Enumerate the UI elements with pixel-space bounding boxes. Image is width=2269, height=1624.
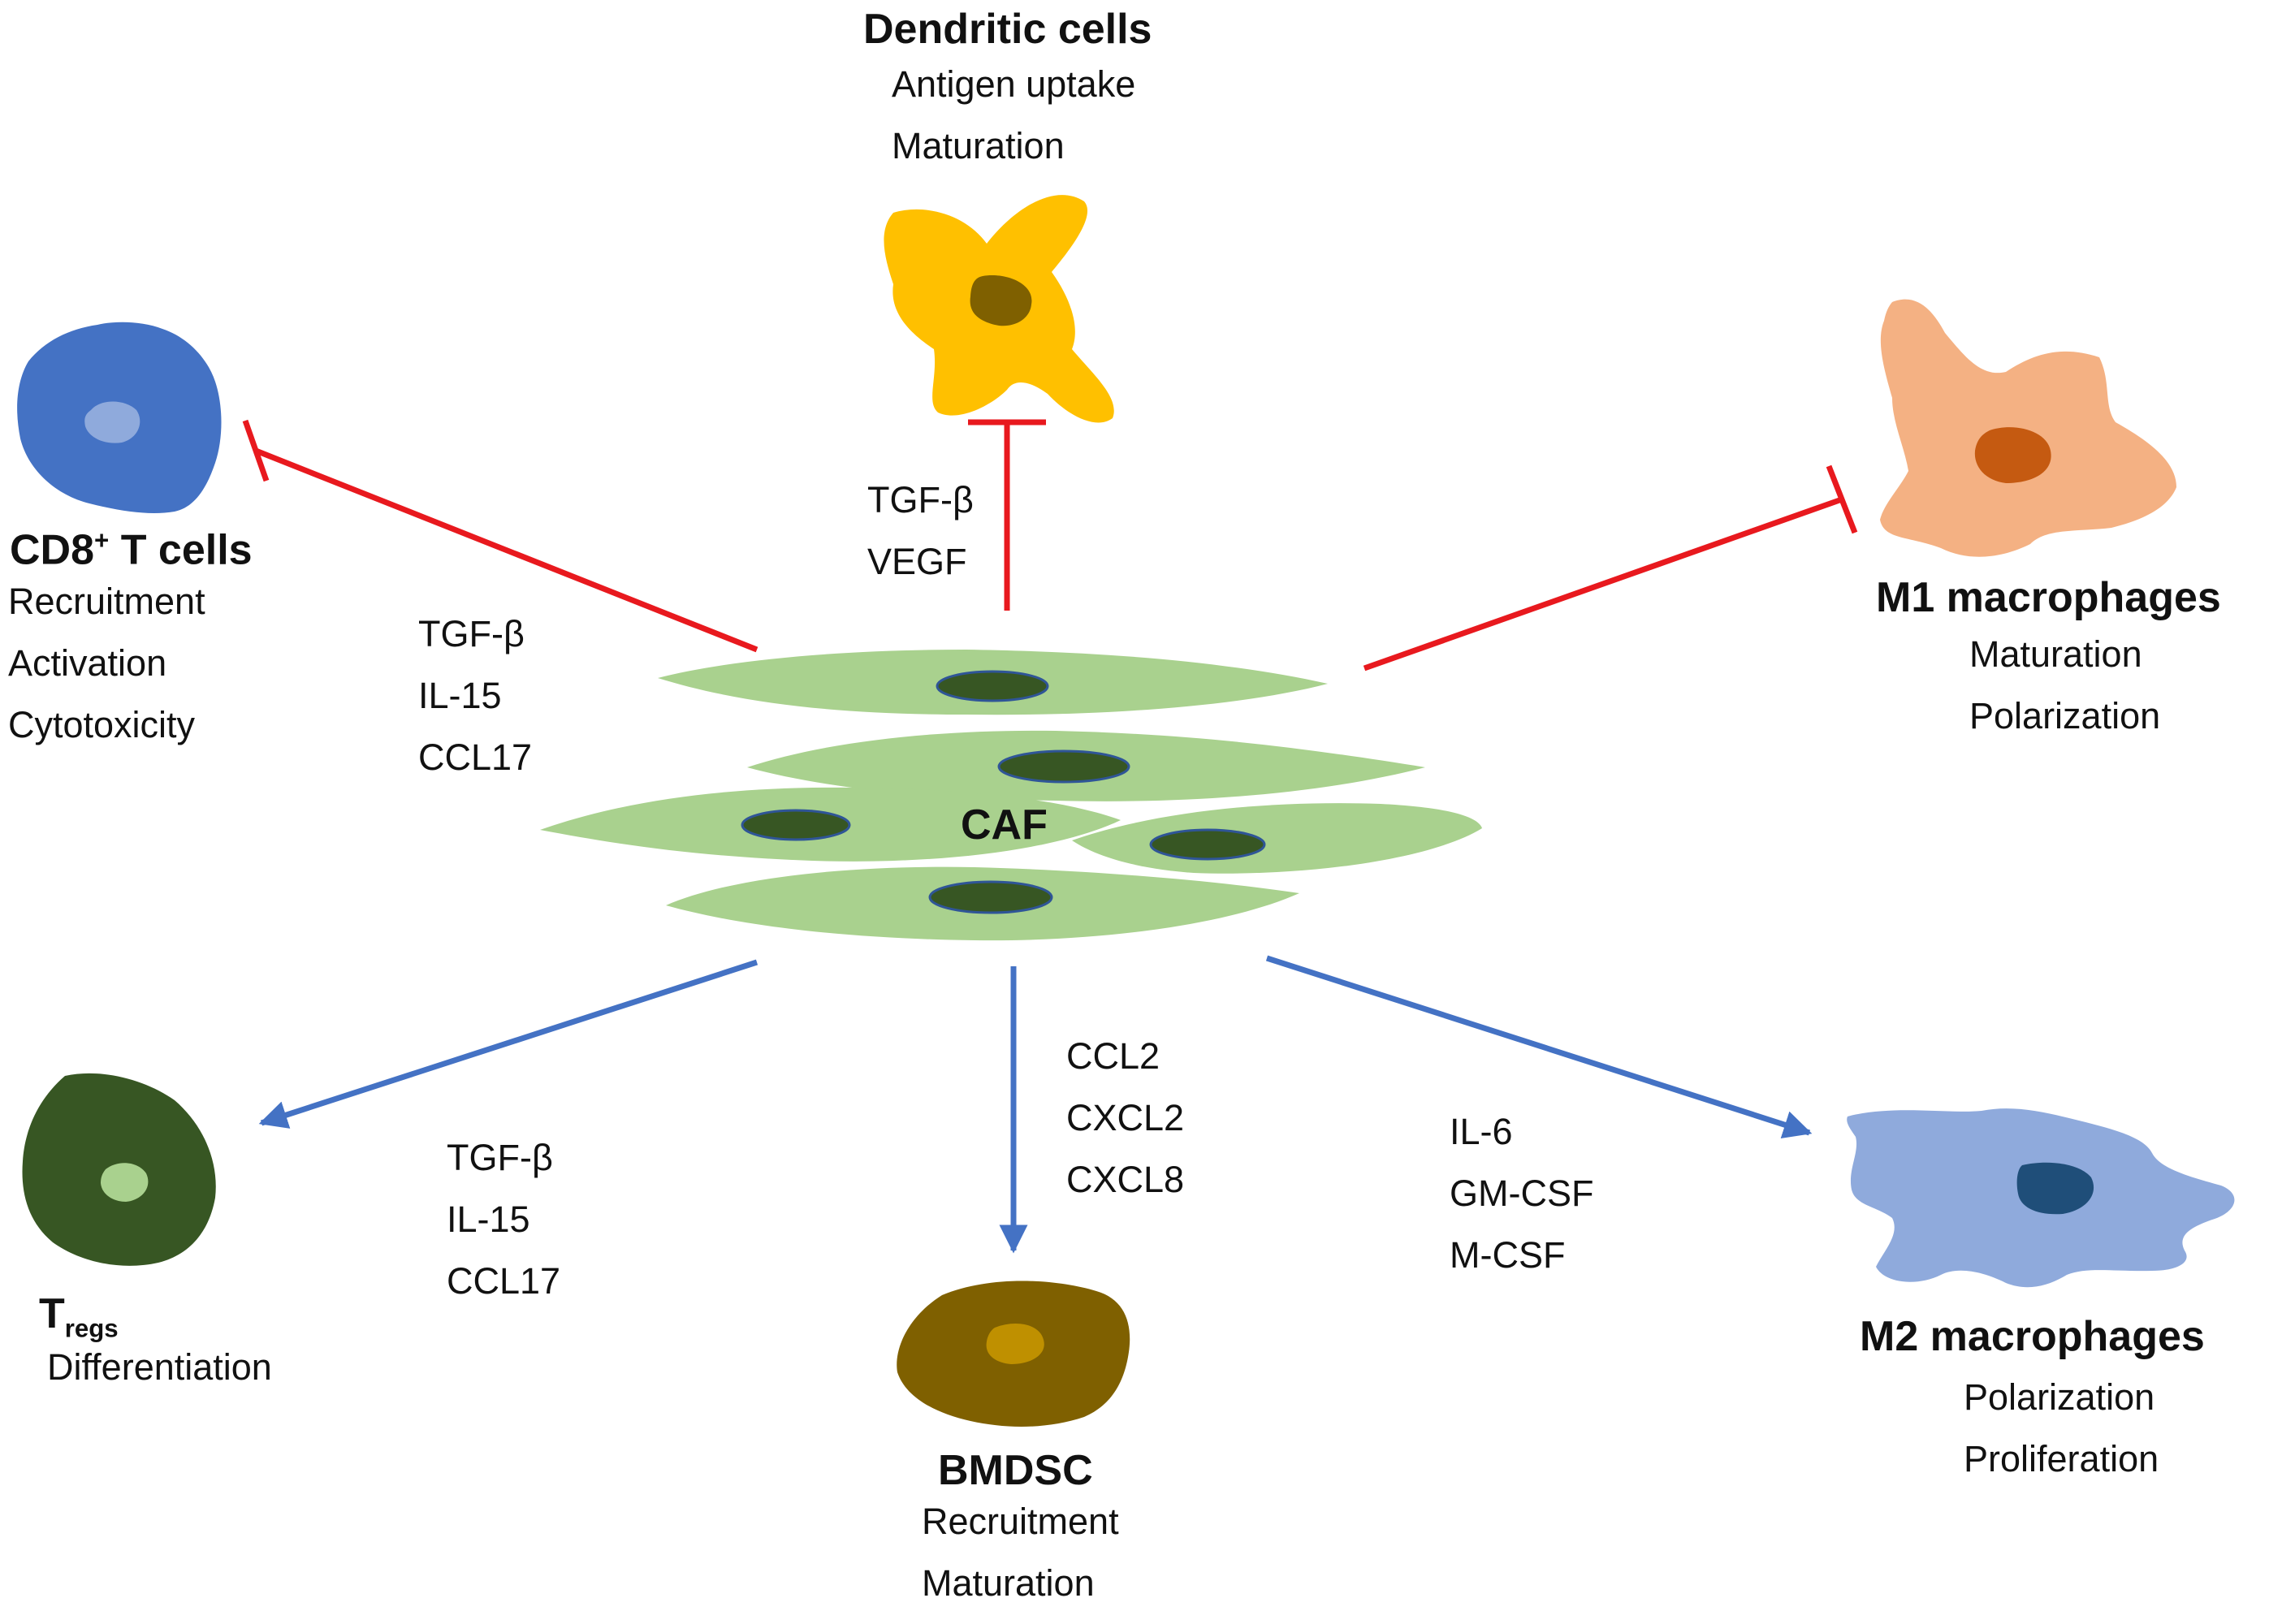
caf-nucleus-5 <box>928 880 1053 914</box>
promotion-to-m2 <box>1265 955 1813 1139</box>
treg-effect-1: Differentiation <box>47 1346 272 1388</box>
cd8-effects: Recruitment Activation Cytotoxicity <box>8 581 205 766</box>
cd8-signals: TGF-β IL-15 CCL17 <box>418 613 532 798</box>
caf-nucleus-4 <box>1149 828 1266 861</box>
dendritic-signal-2: VEGF <box>867 541 967 582</box>
dendritic-signals: TGF-β VEGF <box>867 479 974 603</box>
m2-signal-1: IL-6 <box>1450 1111 1513 1152</box>
cd8-signal-2: IL-15 <box>418 675 502 716</box>
m1-effects: Maturation Polarization <box>1969 633 2160 757</box>
caf-label: CAF <box>961 801 1048 849</box>
cd8-title: CD8+ T cells <box>10 528 253 571</box>
m2-signal-3: M-CSF <box>1450 1234 1566 1276</box>
dendritic-signal-1: TGF-β <box>867 479 974 520</box>
treg-signal-1: TGF-β <box>447 1137 553 1178</box>
treg-effects: Differentiation <box>47 1346 272 1408</box>
treg-title-main: T <box>39 1290 65 1337</box>
m2-effect-2: Proliferation <box>1964 1438 2159 1479</box>
m2-signals: IL-6 GM-CSF M-CSF <box>1450 1111 1593 1296</box>
inhibition-to-cd8 <box>242 419 758 653</box>
treg-signals: TGF-β IL-15 CCL17 <box>447 1137 560 1322</box>
treg-signal-3: CCL17 <box>447 1260 561 1302</box>
m1-macrophage-icon <box>1880 299 2176 557</box>
m1-title: M1 macrophages <box>1876 574 2221 621</box>
m1-effect-2: Polarization <box>1969 695 2161 736</box>
bmdsc-signal-2: CXCL2 <box>1066 1097 1185 1138</box>
bmdsc-signals: CCL2 CXCL2 CXCL8 <box>1066 1035 1184 1220</box>
cd8-title-rest: T cells <box>109 526 253 574</box>
bmdsc-signal-1: CCL2 <box>1066 1035 1160 1077</box>
treg-title-sub: regs <box>64 1314 119 1343</box>
bmdsc-effects: Recruitment Maturation <box>922 1501 1119 1624</box>
cd8-effect-1: Recruitment <box>8 581 205 622</box>
bmdsc-title: BMDSC <box>938 1447 1093 1494</box>
caf-nucleus-2 <box>997 749 1130 784</box>
cd8-signal-3: CCL17 <box>418 736 533 778</box>
bmdsc-effect-2: Maturation <box>922 1562 1095 1604</box>
m2-effect-1: Polarization <box>1964 1376 2155 1418</box>
dendritic-effect-2: Maturation <box>892 125 1065 166</box>
bmdsc-cell-icon <box>897 1281 1130 1427</box>
caf-nucleus-1 <box>936 670 1049 702</box>
inhibition-to-dendritic <box>968 419 1046 611</box>
caf-cell-cluster <box>540 650 1482 941</box>
m2-title: M2 macrophages <box>1860 1313 2205 1360</box>
cd8-effect-3: Cytotoxicity <box>8 704 196 745</box>
cd8-title-main: CD8 <box>10 526 95 574</box>
bmdsc-signal-3: CXCL8 <box>1066 1159 1185 1200</box>
caf-nucleus-3 <box>741 809 851 841</box>
cd8-signal-1: TGF-β <box>418 613 525 654</box>
dendritic-effect-1: Antigen uptake <box>892 63 1136 105</box>
dendritic-title: Dendritic cells <box>863 6 1152 53</box>
treg-cell-icon <box>22 1073 216 1266</box>
dendritic-cell-icon <box>884 195 1114 423</box>
treg-title: Tregs <box>39 1293 119 1341</box>
cd8-t-cell-icon <box>17 322 222 513</box>
dendritic-effects: Antigen uptake Maturation <box>892 63 1135 187</box>
treg-signal-2: IL-15 <box>447 1199 530 1240</box>
m2-signal-2: GM-CSF <box>1450 1173 1594 1214</box>
inhibition-to-m1 <box>1363 464 1858 672</box>
caf-cell-4 <box>1072 803 1482 874</box>
cd8-title-sup: + <box>94 526 110 555</box>
m1-effect-1: Maturation <box>1969 633 2142 675</box>
bmdsc-effect-1: Recruitment <box>922 1501 1119 1542</box>
m2-macrophage-icon <box>1847 1108 2235 1288</box>
cd8-effect-2: Activation <box>8 642 167 684</box>
m2-effects: Polarization Proliferation <box>1964 1376 2159 1500</box>
promotion-to-treg <box>258 959 758 1129</box>
